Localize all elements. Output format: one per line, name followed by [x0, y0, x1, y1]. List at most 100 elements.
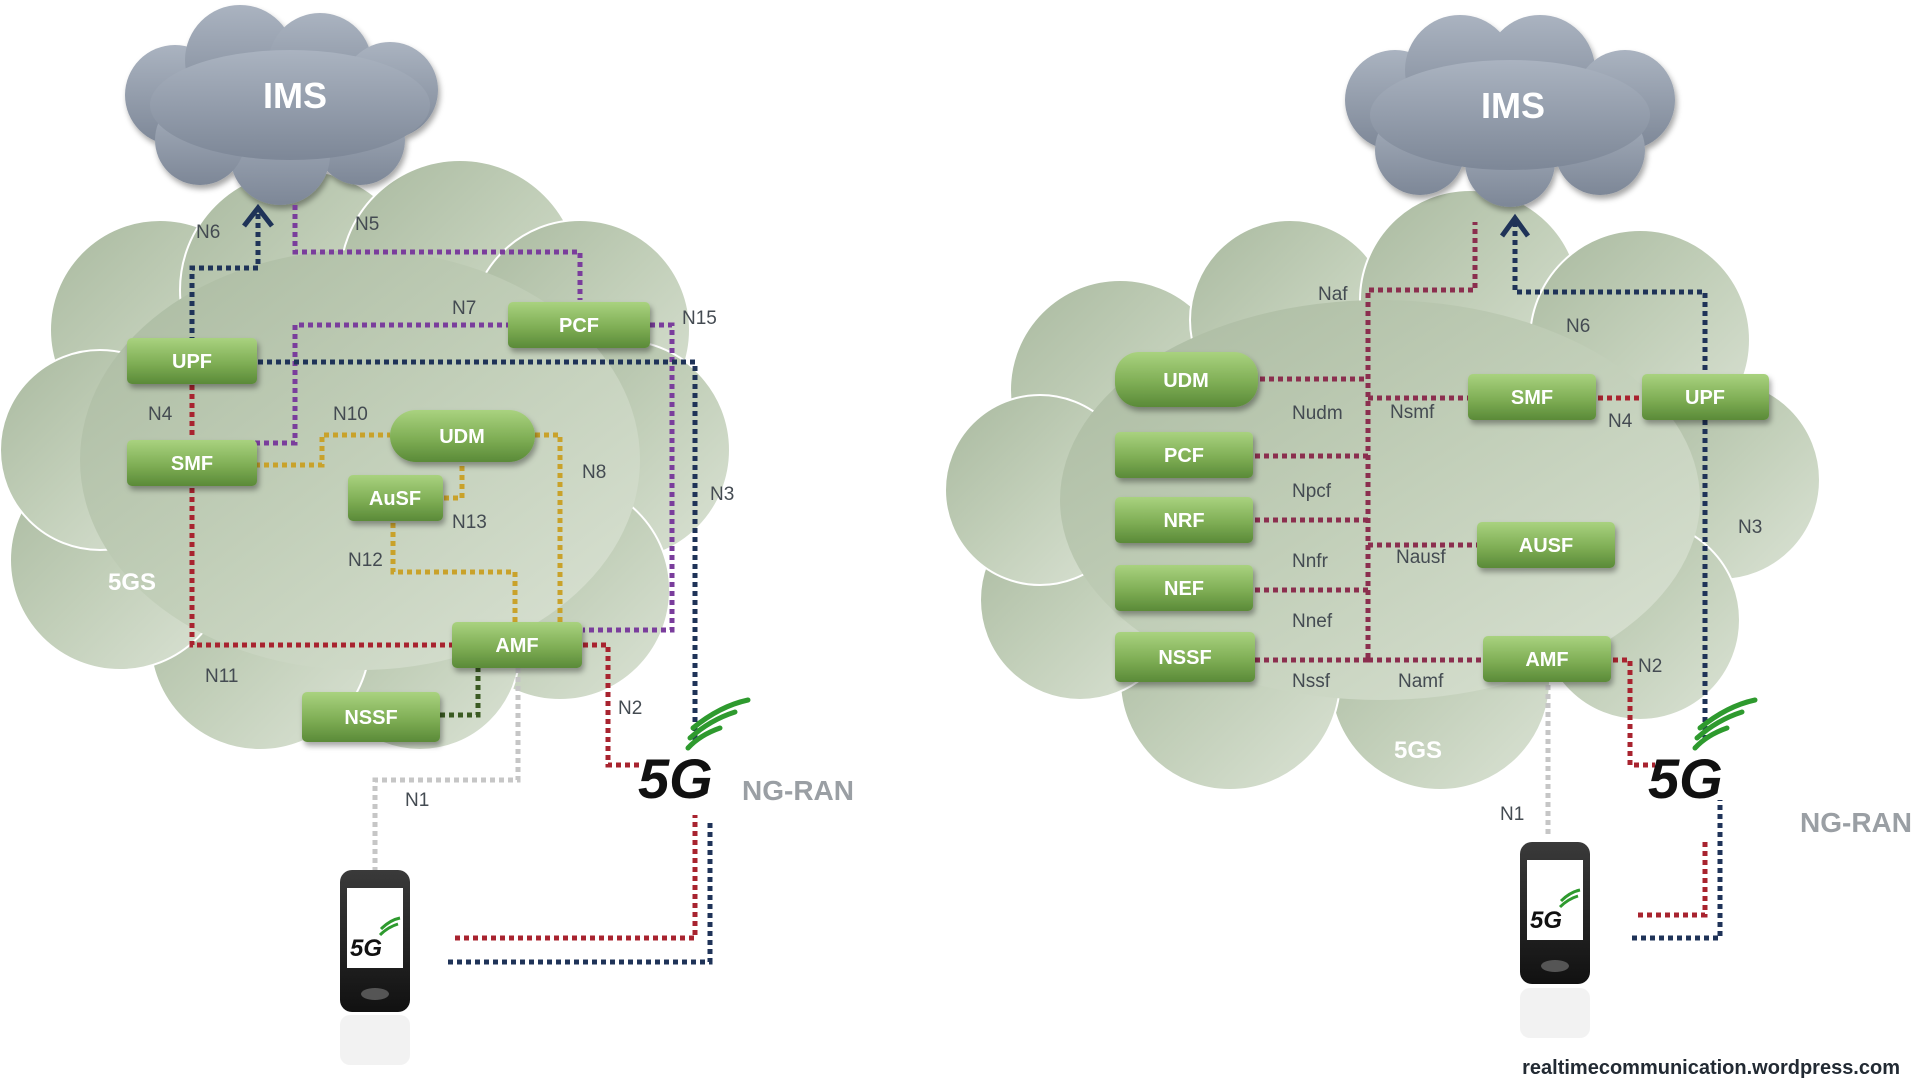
left-iface-n13: N13: [452, 512, 487, 533]
right-upf-label: UPF: [1685, 387, 1725, 409]
left-iface-n5: N5: [355, 214, 379, 235]
right-iface-naf: Naf: [1318, 284, 1348, 305]
right-naf-line: [1365, 222, 1478, 658]
right-nf-pcf[interactable]: PCF: [1115, 432, 1253, 478]
left-n11-line: [189, 488, 452, 648]
left-nf-ausf[interactable]: AuSF: [348, 475, 443, 521]
right-udm-label: UDM: [1163, 370, 1209, 392]
right-gnb-5g-logo: 5G: [1648, 697, 1758, 810]
left-nf-nssf[interactable]: NSSF: [302, 692, 440, 742]
left-ue-radio-red: [455, 815, 698, 941]
left-ue-radio-navy: [448, 820, 713, 965]
right-iface-nnef: Nnef: [1292, 611, 1333, 632]
right-ue-phone: 5G: [1520, 842, 1590, 1038]
left-iface-n3: N3: [710, 484, 734, 505]
right-gnb-5g-text: 5G: [1648, 747, 1723, 810]
left-n3-line: [258, 359, 698, 740]
left-ue-phone: 5G: [340, 870, 410, 1065]
left-iface-n1: N1: [405, 790, 429, 811]
left-ngran-label: NG-RAN: [742, 775, 854, 806]
left-nf-amf[interactable]: AMF: [452, 622, 582, 668]
right-iface-n6: N6: [1566, 316, 1590, 337]
right-iface-namf: Namf: [1398, 671, 1444, 692]
left-nssf-label: NSSF: [344, 707, 397, 729]
right-ue-radio-navy: [1632, 800, 1723, 941]
left-ims-cloud: [125, 5, 438, 205]
left-iface-n15: N15: [682, 308, 717, 329]
left-5gs-cloud: [0, 159, 731, 751]
left-nssf-amf-line: [440, 668, 481, 718]
right-iface-n1: N1: [1500, 804, 1524, 825]
right-iface-nssf: Nssf: [1292, 671, 1331, 692]
right-nf-smf[interactable]: SMF: [1468, 374, 1596, 420]
right-n6-line: [1512, 222, 1708, 372]
right-n6-arrowhead: [1499, 213, 1531, 238]
site-credit: realtimecommunication.wordpress.com: [1522, 1057, 1900, 1079]
left-upf-label: UPF: [172, 351, 212, 373]
right-ue-radio-red: [1638, 840, 1708, 918]
right-iface-nausf: Nausf: [1396, 547, 1446, 568]
left-n12-line: [390, 523, 518, 622]
left-n1-line: [372, 668, 521, 870]
left-gnb-5g-text: 5G: [638, 747, 713, 810]
left-n6-arrowhead: [242, 203, 274, 228]
right-ims-cloud: [1345, 15, 1675, 207]
right-5gs-cloud: [944, 189, 1821, 791]
left-ims-label: IMS: [263, 75, 327, 116]
left-n10-line: [255, 432, 390, 468]
left-nf-pcf[interactable]: PCF: [508, 302, 650, 348]
right-nssf-label: NSSF: [1158, 647, 1211, 669]
left-n6-line: [189, 208, 261, 360]
right-iface-nudm: Nudm: [1292, 403, 1343, 424]
left-smf-label: SMF: [171, 453, 213, 475]
left-diagram: IMS: [0, 5, 854, 1065]
right-iface-n2: N2: [1638, 656, 1662, 677]
left-nf-udm[interactable]: UDM: [390, 410, 535, 462]
left-iface-n6: N6: [196, 222, 220, 243]
right-nf-ausf[interactable]: AUSF: [1477, 522, 1615, 568]
right-nf-udm[interactable]: UDM: [1115, 352, 1258, 407]
left-iface-n12: N12: [348, 550, 383, 571]
left-ausf-label: AuSF: [369, 488, 421, 510]
left-n15-line: [583, 322, 675, 633]
left-gnb-5g-logo: 5G: [638, 697, 751, 810]
right-nf-upf[interactable]: UPF: [1642, 374, 1769, 420]
right-smf-label: SMF: [1511, 387, 1553, 409]
right-nf-nrf[interactable]: NRF: [1115, 497, 1253, 543]
left-iface-n11: N11: [205, 666, 238, 687]
left-iface-n2: N2: [618, 698, 642, 719]
right-nef-label: NEF: [1164, 578, 1204, 600]
left-pcf-label: PCF: [559, 315, 599, 337]
left-udm-label: UDM: [439, 426, 485, 448]
left-n13-line: [443, 466, 465, 501]
right-pcf-label: PCF: [1164, 445, 1204, 467]
left-5gs-label: 5GS: [108, 569, 156, 596]
left-iface-n7: N7: [452, 298, 476, 319]
right-diagram: IMS: [944, 15, 1912, 1079]
left-iface-n10: N10: [333, 404, 368, 425]
right-5gs-label: 5GS: [1394, 737, 1442, 764]
right-iface-nnfr: Nnfr: [1292, 551, 1329, 572]
right-iface-n3: N3: [1738, 517, 1762, 538]
left-nf-upf[interactable]: UPF: [127, 338, 257, 384]
left-n2-line: [583, 642, 640, 768]
right-ngran-label: NG-RAN: [1800, 807, 1912, 838]
right-phone-5g-text: 5G: [1530, 907, 1562, 934]
left-n7-line: [255, 322, 508, 446]
left-amf-label: AMF: [495, 635, 538, 657]
right-ims-label: IMS: [1481, 85, 1545, 126]
right-nrf-label: NRF: [1163, 510, 1204, 532]
right-iface-nsmf: Nsmf: [1390, 402, 1435, 423]
left-iface-n4: N4: [148, 404, 173, 425]
right-amf-label: AMF: [1525, 649, 1568, 671]
right-nf-amf[interactable]: AMF: [1483, 636, 1611, 682]
left-phone-5g-text: 5G: [350, 935, 382, 962]
left-iface-n8: N8: [582, 462, 606, 483]
left-n5-line: [292, 205, 583, 300]
right-iface-n4: N4: [1608, 411, 1633, 432]
right-nf-nef[interactable]: NEF: [1115, 565, 1253, 611]
right-nf-nssf[interactable]: NSSF: [1115, 632, 1255, 682]
left-nf-smf[interactable]: SMF: [127, 440, 257, 486]
right-ausf-label: AUSF: [1519, 535, 1573, 557]
